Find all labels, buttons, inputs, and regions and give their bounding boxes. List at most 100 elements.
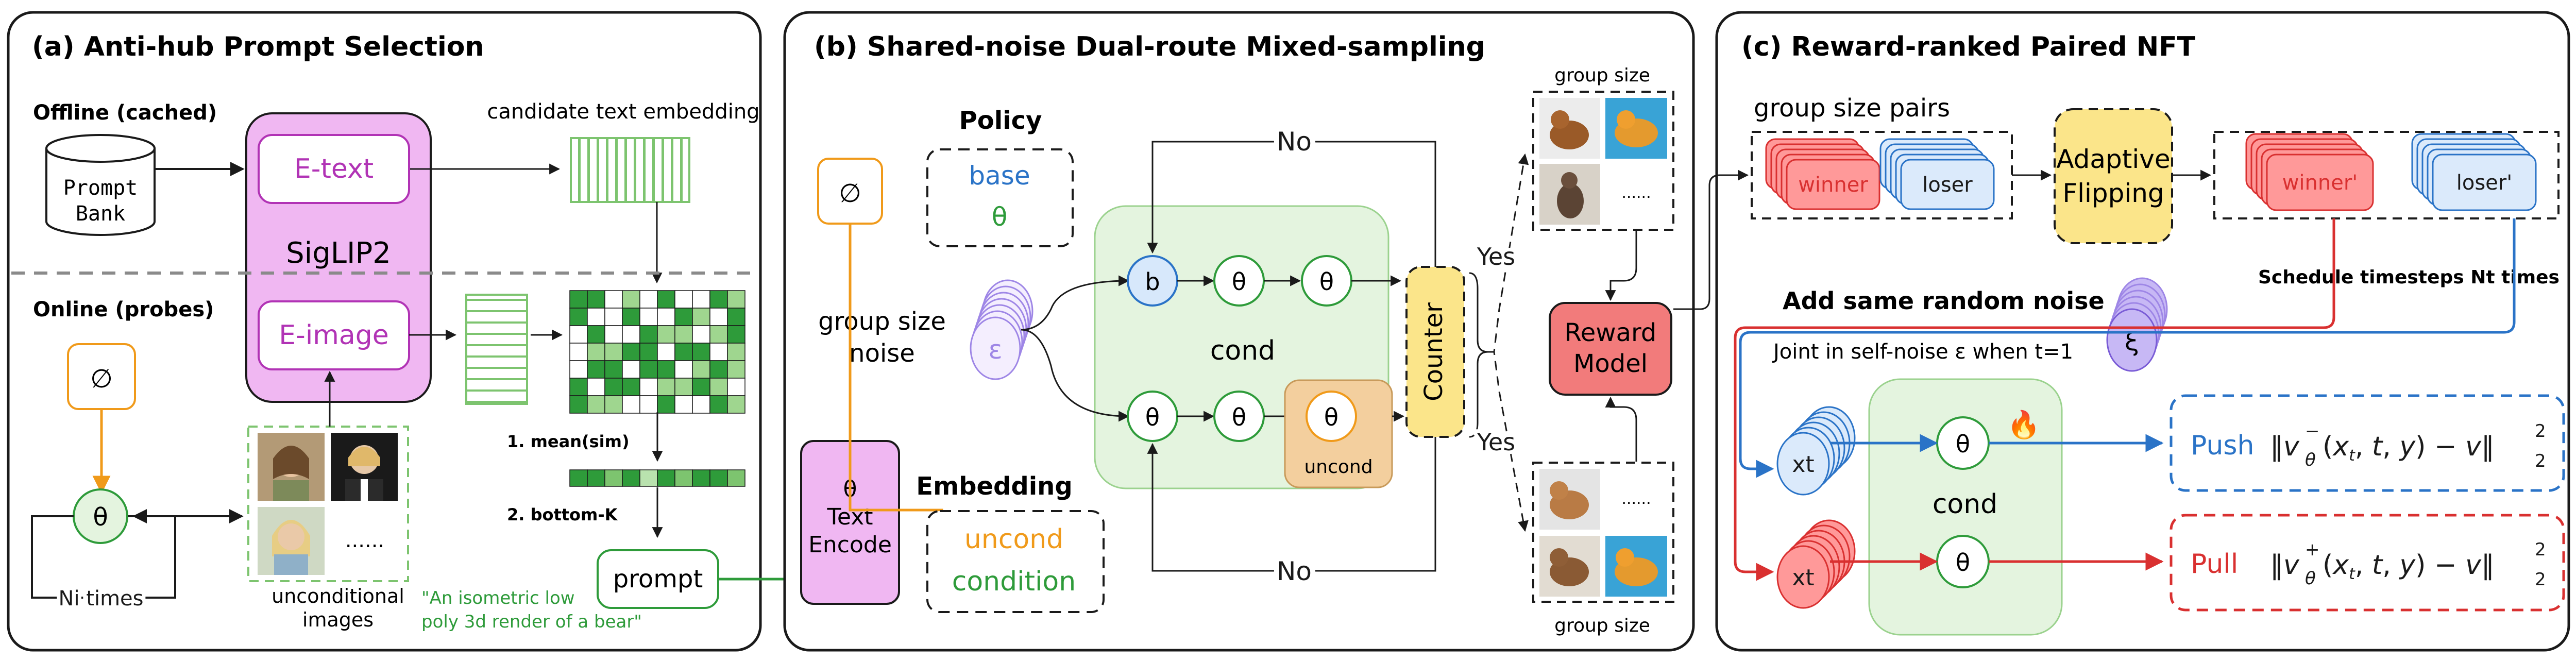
joint-label: Joint in self-noise ε when t=1 (1772, 340, 2073, 364)
example-prompt-line2: poly 3d render of a bear" (421, 612, 642, 632)
candidate-embedding (570, 137, 690, 203)
prompt-label: prompt (613, 565, 703, 594)
offline-label: Offline (cached) (33, 101, 217, 125)
reward-model-line1: Reward (1565, 318, 1657, 347)
embedding-box (926, 510, 1105, 613)
stack-card (2266, 154, 2374, 211)
bear-image-bot-1 (1539, 469, 1600, 530)
theta-node-bot-2-label: θ (1232, 403, 1246, 431)
schedule-label: Schedule timesteps Nt times (2258, 267, 2560, 288)
matrix-cell (639, 290, 658, 309)
group-noise-line1: group size (818, 307, 946, 336)
bar-cell (604, 469, 623, 487)
stack-label: loser' (2456, 171, 2512, 195)
embedding-title: Embedding (916, 472, 1072, 501)
matrix-cell (727, 290, 745, 309)
matrix-cell (569, 360, 588, 379)
embedding-condition: condition (952, 566, 1076, 597)
matrix-cell (657, 290, 675, 309)
bear-image-top-2 (1605, 98, 1667, 159)
bear-image-bot-2 (1539, 536, 1600, 597)
matrix-cell (604, 308, 623, 326)
matrix-cell (674, 343, 693, 361)
matrix-cell (727, 325, 745, 344)
matrix-cell (639, 343, 658, 361)
candidate-label: candidate text embedding (487, 100, 759, 124)
uncond-images-label2: images (302, 608, 374, 631)
add-noise-label: Add same random noise (1783, 287, 2105, 315)
matrix-cell (674, 290, 693, 309)
matrix-cell (727, 395, 745, 414)
svg-text:(xt, t, y) − v‖: (xt, t, y) − v‖ (2323, 550, 2495, 583)
stack-label: loser (1922, 173, 1973, 197)
matrix-cell (692, 378, 710, 396)
matrix-cell (604, 395, 623, 414)
base-node-label: b (1145, 268, 1160, 296)
matrix-cell (569, 290, 588, 309)
matrix-cell (692, 308, 710, 326)
step-bottom-k: 2. bottom-K (507, 505, 618, 524)
prompt-bank-cylinder: Prompt Bank (45, 134, 156, 236)
matrix-cell (709, 290, 728, 309)
matrix-cell (674, 378, 693, 396)
matrix-cell (657, 325, 675, 344)
policy-base: base (969, 161, 1030, 191)
push-label: Push (2191, 430, 2254, 461)
matrix-cell (709, 325, 728, 344)
no-label-bottom: No (1277, 556, 1312, 586)
group-size-label-bottom: group size (1554, 615, 1650, 636)
xt-layer (1776, 545, 1830, 609)
similarity-matrix (569, 290, 745, 414)
uncond-image-2 (331, 433, 398, 501)
step-mean-sim: 1. mean(sim) (507, 432, 630, 451)
e-image-label: E-image (279, 320, 389, 351)
group-noise-line2: noise (849, 339, 915, 368)
uncond-route-label: uncond (1304, 456, 1372, 478)
matrix-cell (622, 308, 640, 326)
pull-label: Pull (2191, 549, 2238, 580)
bar-cell (569, 469, 588, 487)
matrix-cell (709, 308, 728, 326)
matrix-cell (709, 343, 728, 361)
matrix-cell (692, 395, 710, 414)
matrix-cell (639, 395, 658, 414)
no-label-top: No (1277, 127, 1312, 157)
xt-blue-stack: xt (1776, 406, 1856, 496)
bear-dots-bottom: ...... (1621, 490, 1651, 508)
policy-theta: θ (992, 202, 1008, 232)
matrix-cell (622, 343, 640, 361)
group-size-pairs-label: group size pairs (1754, 94, 1950, 123)
svg-text:2: 2 (2535, 451, 2546, 471)
svg-text:‖v: ‖v (2270, 431, 2300, 462)
svg-text:‖v: ‖v (2270, 550, 2300, 581)
uncond-images-label1: unconditional (272, 585, 404, 607)
theta-label: θ (93, 503, 108, 532)
null-symbol-b: ∅ (839, 178, 861, 208)
panel-a-title: (a) Anti-hub Prompt Selection (32, 31, 484, 62)
matrix-cell (569, 343, 588, 361)
policy-title: Policy (959, 106, 1042, 135)
matrix-cell (587, 378, 605, 396)
uncond-image-1 (258, 433, 325, 501)
reward-model-box (1549, 302, 1672, 396)
theta-node-bot-1-label: θ (1145, 403, 1160, 431)
panel-c: (c) Reward-ranked Paired NFT group size … (1673, 11, 2570, 652)
matrix-cell (657, 395, 675, 414)
xt-label: xt (1792, 565, 1814, 591)
panel-b-title: (b) Shared-noise Dual-route Mixed-sampli… (814, 31, 1485, 62)
matrix-cell (709, 378, 728, 396)
matrix-cell (674, 325, 693, 344)
matrix-cell (674, 308, 693, 326)
matrix-cell (639, 378, 658, 396)
matrix-cell (727, 343, 745, 361)
svg-text:2: 2 (2535, 569, 2546, 590)
online-label: Online (probes) (33, 298, 214, 321)
null-symbol: ∅ (90, 364, 113, 394)
policy-box (926, 148, 1074, 247)
bar-cell (709, 469, 728, 487)
matrix-cell (587, 290, 605, 309)
stack-card (1900, 159, 1995, 210)
matrix-cell (674, 395, 693, 414)
matrix-cell (604, 360, 623, 379)
pull-loss-box (2170, 514, 2565, 612)
